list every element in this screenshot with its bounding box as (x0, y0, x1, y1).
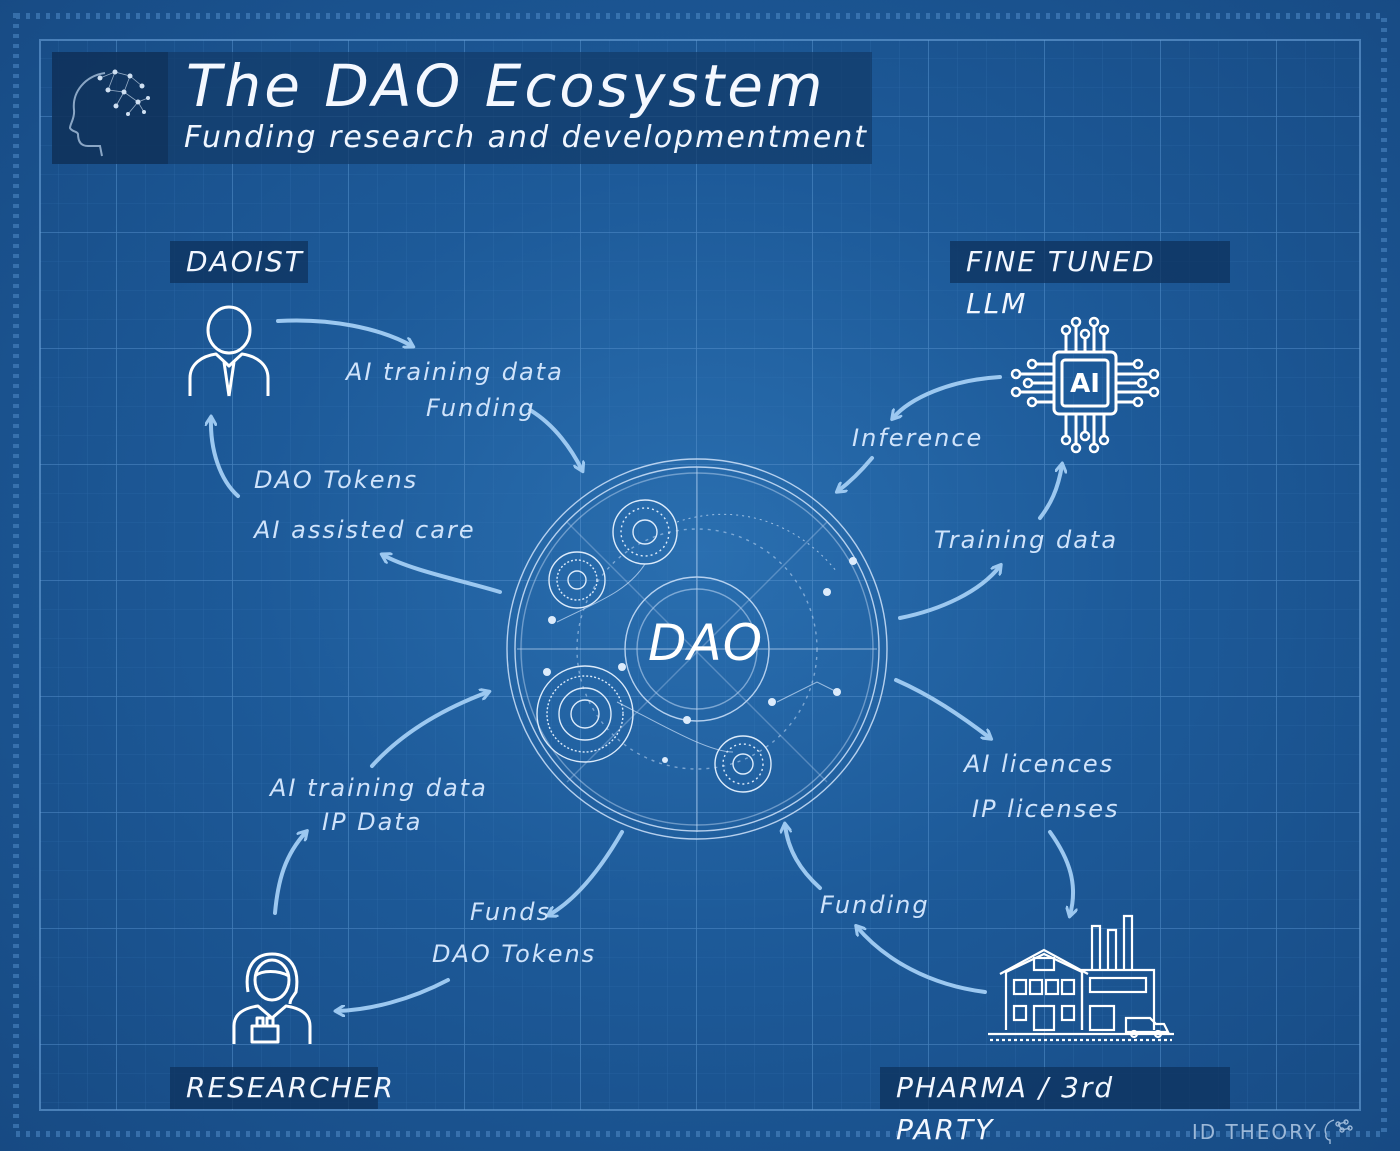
page-subtitle: Funding research and developmentment (184, 120, 869, 155)
ai-chip-icon: AI (1006, 312, 1166, 458)
arrow-to-daoist (211, 418, 240, 498)
dao-center-label: DAO (648, 614, 764, 672)
tree-head-icon (1322, 1116, 1354, 1146)
flow-label-ip-data: IP Data (322, 808, 423, 836)
page-title: The DAO Ecosystem (186, 52, 826, 120)
head-network-icon (60, 58, 160, 158)
flow-label-funds: Funds (470, 898, 551, 926)
credit-text: ID THEORY (1191, 1120, 1318, 1144)
arrow-to-dao-from-pharma (785, 825, 822, 890)
arrow-llm-out (893, 375, 1002, 418)
arrow-to-pharma (1048, 830, 1073, 915)
factory-icon (986, 910, 1176, 1046)
arrow-pharma-out (857, 927, 987, 994)
flow-label-ip-licenses: IP licenses (972, 795, 1120, 823)
role-label-researcher: RESEARCHER (170, 1067, 393, 1109)
person-icon (186, 304, 272, 398)
role-label-daoist: DAOIST (170, 241, 308, 283)
arrow-to-dao-from-llm (838, 456, 874, 491)
arrow-to-researcher (337, 978, 450, 1011)
flow-label-researcher-data: AI training data (270, 774, 488, 802)
flow-label-ai-licences: AI licences (964, 750, 1115, 778)
title-panel (52, 52, 872, 164)
svg-text:AI: AI (1070, 369, 1100, 399)
arrow-dao-to-researcher (549, 830, 624, 915)
flow-label-training-data: Training data (934, 526, 1119, 554)
role-label-llm: FINE TUNED LLM (950, 241, 1230, 320)
arrow-to-llm (1038, 465, 1062, 520)
logo-box (52, 52, 168, 164)
scientist-icon (230, 948, 314, 1046)
flow-label-dao-tokens: DAO Tokens (254, 466, 419, 494)
arrow-researcher-up (273, 832, 306, 915)
arrow-dao-to-llm (898, 566, 1000, 620)
flow-label-pharma-funding: Funding (820, 891, 930, 919)
flow-label-ai-care: AI assisted care (254, 516, 476, 544)
arrow-to-dao-from-daoist (528, 408, 582, 470)
flow-label-researcher-tokens: DAO Tokens (432, 940, 597, 968)
arrow-daoist-out (276, 318, 412, 346)
flow-label-inference: Inference (852, 424, 984, 452)
role-label-pharma: PHARMA / 3rd PARTY (880, 1067, 1230, 1146)
flow-label-daoist-data: AI training data (346, 358, 564, 386)
arrow-dao-to-pharma (894, 678, 990, 738)
dao-mechanism-diagram (506, 458, 888, 840)
arrow-to-dao-from-researcher (370, 692, 488, 768)
flow-label-daoist-funding: Funding (426, 394, 536, 422)
arrow-dao-to-daoist (383, 555, 502, 594)
